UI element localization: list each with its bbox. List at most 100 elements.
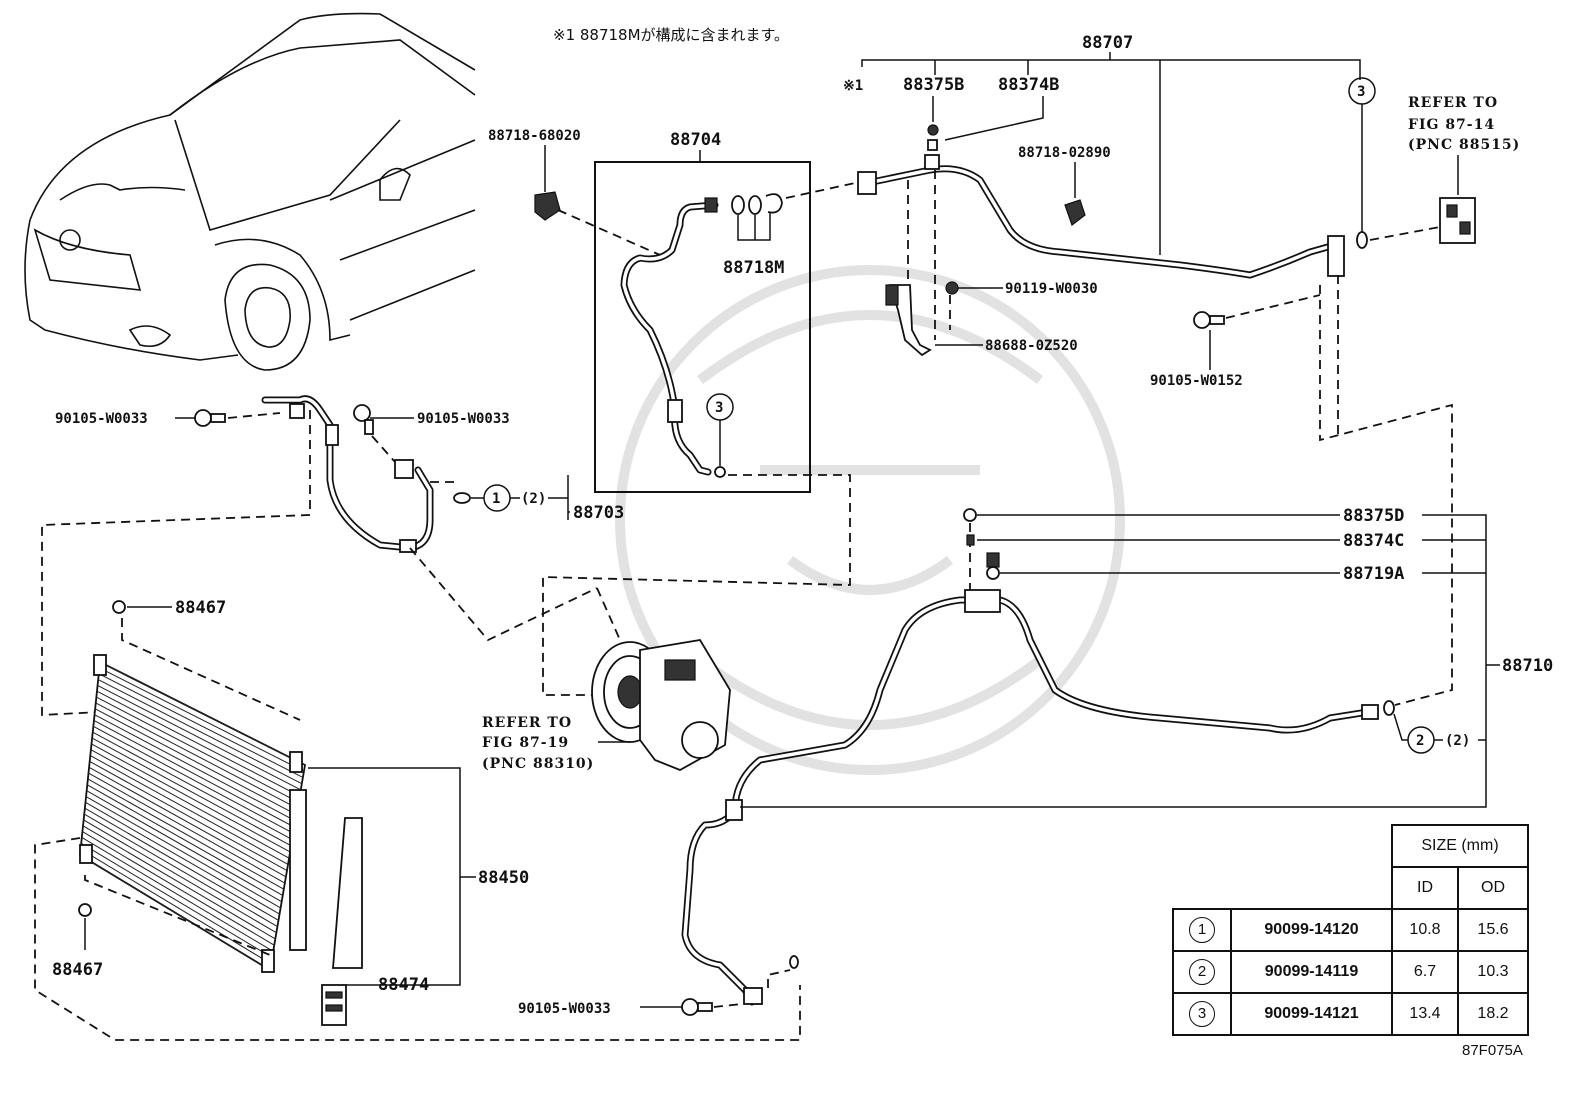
condenser-fin bbox=[94, 708, 297, 816]
condenser-fin bbox=[95, 702, 298, 809]
condenser-fin bbox=[90, 749, 290, 859]
condenser-fin bbox=[88, 766, 287, 878]
condenser-fin bbox=[80, 842, 273, 959]
label-90105-W0152: 90105-W0152 bbox=[1150, 373, 1243, 389]
vehicle-illustration bbox=[24, 12, 476, 371]
oring-od: 15.6 bbox=[1457, 908, 1529, 952]
label-88710: 88710 bbox=[1502, 656, 1553, 676]
ref-fig87-14-line3: (PNC 88515) bbox=[1408, 137, 1520, 153]
ref-fig87-19-line2: FIG 87-19 bbox=[482, 735, 569, 751]
condenser-fin bbox=[80, 848, 272, 965]
condenser-fin bbox=[85, 801, 280, 915]
ring-number: 1 bbox=[1189, 917, 1215, 943]
condenser-fin bbox=[96, 696, 299, 803]
condenser-fin bbox=[84, 807, 279, 921]
svg-text:1: 1 bbox=[492, 491, 500, 507]
oring-id: 13.4 bbox=[1391, 992, 1459, 1036]
oring-part-no: 90099-14119 bbox=[1230, 950, 1393, 994]
ref-fig87-19-line3: (PNC 88310) bbox=[482, 756, 594, 772]
condenser-fin bbox=[93, 725, 294, 834]
oring-part-no: 90099-14120 bbox=[1230, 908, 1393, 952]
label-90105-W0033-c: 90105-W0033 bbox=[518, 1001, 611, 1017]
label-90105-W0033-b: 90105-W0033 bbox=[417, 411, 510, 427]
condenser-88450 bbox=[79, 654, 307, 973]
label-88375D: 88375D bbox=[1343, 506, 1404, 526]
condenser-fin bbox=[82, 825, 276, 940]
condenser-fin bbox=[81, 837, 274, 952]
oring-part-no: 90099-14121 bbox=[1230, 992, 1393, 1036]
oring-size-table: SIZE (mm) ID OD 1 90099-14120 10.8 15.6 … bbox=[1172, 824, 1529, 1036]
svg-text:3: 3 bbox=[1357, 84, 1365, 100]
hose-88703 bbox=[261, 395, 434, 553]
condenser-fin bbox=[85, 796, 281, 909]
condenser-fin bbox=[98, 673, 304, 778]
condenser-fin bbox=[96, 690, 300, 797]
label-88450: 88450 bbox=[478, 868, 529, 888]
condenser-fin bbox=[90, 755, 289, 865]
condenser-fin bbox=[92, 731, 293, 840]
label-88719A: 88719A bbox=[1343, 564, 1404, 584]
figure-code: 87F075A bbox=[1462, 1042, 1523, 1059]
label-88703: 88703 bbox=[573, 503, 624, 523]
label-88718M: 88718M bbox=[723, 258, 784, 278]
qty-88710: (2) bbox=[1445, 733, 1470, 749]
condenser-fin bbox=[89, 760, 288, 872]
table-row: 2 90099-14119 6.7 10.3 bbox=[1172, 950, 1529, 994]
label-88467-b: 88467 bbox=[52, 960, 103, 980]
compressor-illustration bbox=[591, 639, 731, 771]
clamp-88718-02890 bbox=[1064, 199, 1086, 226]
svg-text:2: 2 bbox=[1416, 733, 1424, 749]
oring-id: 10.8 bbox=[1391, 908, 1459, 952]
condenser-fin bbox=[86, 790, 282, 903]
condenser-fin bbox=[82, 831, 275, 946]
label-88704: 88704 bbox=[670, 130, 721, 150]
expansion-valve bbox=[1439, 197, 1476, 244]
col-od: OD bbox=[1457, 866, 1529, 910]
kit-88704-frame bbox=[594, 161, 811, 493]
label-88718-68020: 88718-68020 bbox=[488, 128, 581, 144]
ref-fig87-14-line1: REFER TO bbox=[1408, 95, 1498, 111]
bolt-90105-W0033-b bbox=[353, 404, 374, 435]
label-88375B: 88375B bbox=[903, 75, 964, 95]
label-90105-W0033-a: 90105-W0033 bbox=[55, 411, 148, 427]
condenser-fin bbox=[99, 661, 306, 766]
condenser-fin bbox=[99, 667, 305, 772]
label-88688-0Z520: 88688-0Z520 bbox=[985, 338, 1078, 354]
ref-fig87-14-line2: FIG 87-14 bbox=[1408, 117, 1495, 133]
condenser-fin bbox=[88, 772, 286, 884]
pipe-88707 bbox=[857, 154, 1345, 279]
bolt-90105-W0152 bbox=[1193, 311, 1225, 329]
oring-id: 6.7 bbox=[1391, 950, 1459, 994]
label-88718-02890: 88718-02890 bbox=[1018, 145, 1111, 161]
table-row: 3 90099-14121 13.4 18.2 bbox=[1172, 992, 1529, 1036]
clamp-88718-68020 bbox=[534, 191, 561, 221]
dryer-88474 bbox=[321, 817, 363, 1026]
ring-number: 3 bbox=[1189, 1001, 1215, 1027]
table-row: 1 90099-14120 10.8 15.6 bbox=[1172, 908, 1529, 952]
pipe-88710 bbox=[681, 589, 1379, 1006]
label-88707: 88707 bbox=[1082, 33, 1133, 53]
ring-number: 2 bbox=[1189, 959, 1215, 985]
label-88374B: 88374B bbox=[998, 75, 1059, 95]
mark-1: ※1 bbox=[843, 78, 863, 94]
condenser-fin bbox=[91, 743, 291, 853]
condenser-fin bbox=[93, 720, 295, 828]
bolt-90105-W0033-a bbox=[194, 409, 226, 427]
condenser-fin bbox=[83, 819, 277, 934]
condenser-fin bbox=[87, 778, 285, 890]
label-88374C: 88374C bbox=[1343, 531, 1404, 551]
label-90119-W0030: 90119-W0030 bbox=[1005, 281, 1098, 297]
qty-88703: (2) bbox=[521, 491, 546, 507]
label-88474: 88474 bbox=[378, 975, 429, 995]
oring-od: 10.3 bbox=[1457, 950, 1529, 994]
condenser-fin bbox=[97, 679, 303, 785]
oring-od: 18.2 bbox=[1457, 992, 1529, 1036]
watermark-emblem bbox=[615, 265, 1125, 775]
condenser-fin bbox=[87, 784, 283, 896]
bracket-88688 bbox=[885, 284, 932, 357]
condenser-fin bbox=[94, 714, 296, 822]
size-header: SIZE (mm) bbox=[1391, 824, 1529, 868]
col-id: ID bbox=[1391, 866, 1459, 910]
condenser-fin bbox=[91, 737, 292, 847]
